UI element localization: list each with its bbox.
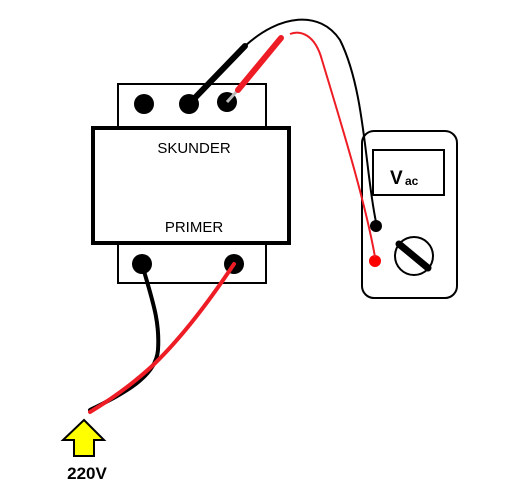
transformer-body xyxy=(91,126,291,245)
black-probe-lead xyxy=(186,18,377,223)
mains-red-wire xyxy=(88,262,236,414)
secondary-label: SKUNDER xyxy=(157,140,231,157)
multimeter-display xyxy=(372,149,445,196)
red-probe-lead xyxy=(225,31,376,258)
input-voltage-label: 220V xyxy=(67,464,107,483)
secondary-terminal-1[interactable] xyxy=(134,94,154,114)
up-arrow-icon xyxy=(60,418,107,457)
display-unit-sub: ac xyxy=(405,174,419,188)
rotary-knob-icon[interactable] xyxy=(394,236,434,276)
probe-jack-volt[interactable] xyxy=(369,255,381,267)
display-unit-main: V xyxy=(390,168,403,189)
probe-jack-com[interactable] xyxy=(370,220,382,232)
primary-label: PRIMER xyxy=(165,219,224,236)
multimeter: V ac xyxy=(361,130,458,299)
